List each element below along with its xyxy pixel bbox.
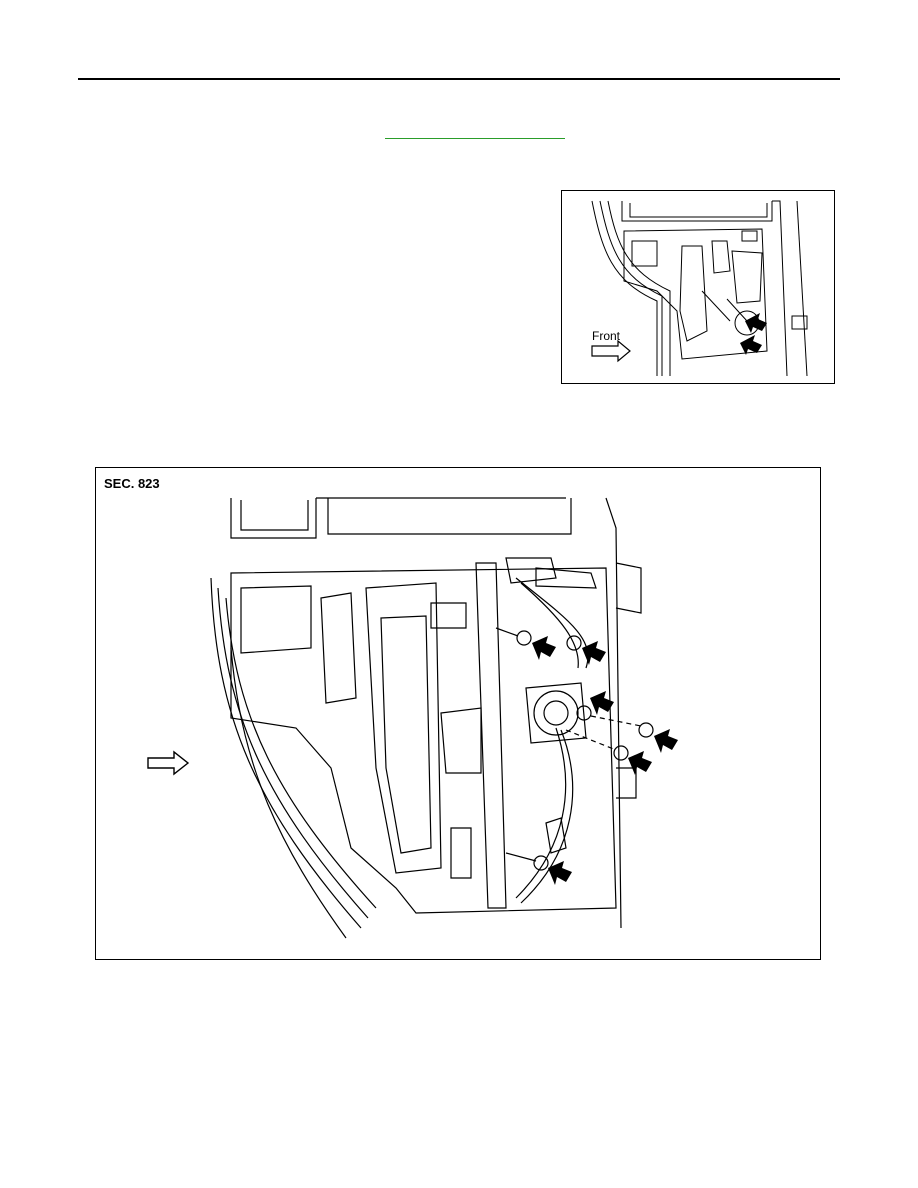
regulator-drawing	[147, 497, 678, 939]
door-overview-figure: Front	[561, 190, 835, 384]
callout-arrows	[532, 636, 678, 885]
door-overview-drawing	[591, 200, 808, 377]
front-arrow-icon	[591, 339, 631, 363]
section-label: SEC. 823	[104, 476, 160, 491]
regulator-bolts-figure: SEC. 823	[95, 467, 821, 960]
header-rule	[78, 78, 840, 80]
front-arrow-icon	[147, 750, 190, 776]
front-label: Front	[592, 329, 621, 343]
callout-arrows	[740, 313, 767, 355]
reference-link[interactable]	[385, 124, 565, 139]
